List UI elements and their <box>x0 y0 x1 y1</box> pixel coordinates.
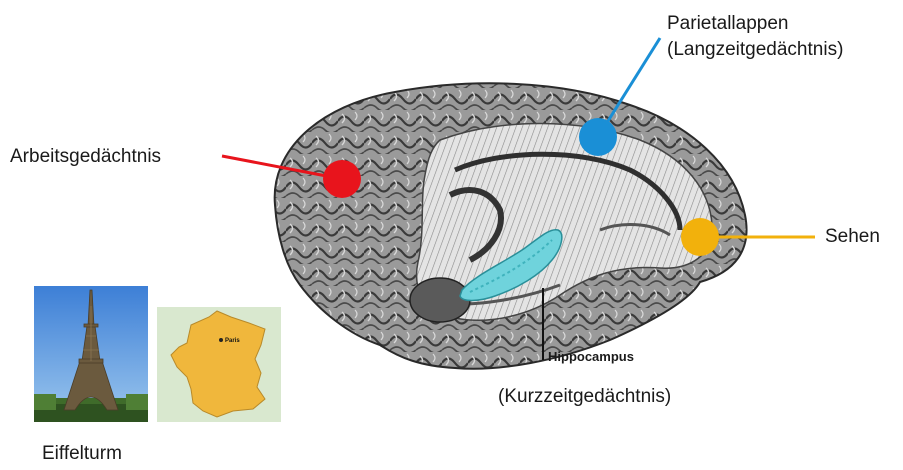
paris-dot-icon <box>219 338 223 342</box>
parietal-marker <box>579 118 617 156</box>
eiffel-tower-label: Eiffelturm <box>42 442 122 465</box>
hippocampus-label: Hippocampus <box>548 349 634 365</box>
vision-label: Sehen <box>825 225 880 248</box>
paris-label: Paris <box>225 338 240 344</box>
parietal-label-line2: (Langzeitgedächtnis) <box>667 38 843 61</box>
working-memory-marker <box>323 160 361 198</box>
parietal-label-line1: Parietallappen <box>667 12 788 35</box>
france-map: Paris <box>157 307 281 422</box>
eiffel-tower-photo <box>34 286 148 422</box>
short-term-memory-label: (Kurzzeitgedächtnis) <box>498 385 671 408</box>
working-memory-label: Arbeitsgedächtnis <box>10 145 161 168</box>
vision-marker <box>681 218 719 256</box>
